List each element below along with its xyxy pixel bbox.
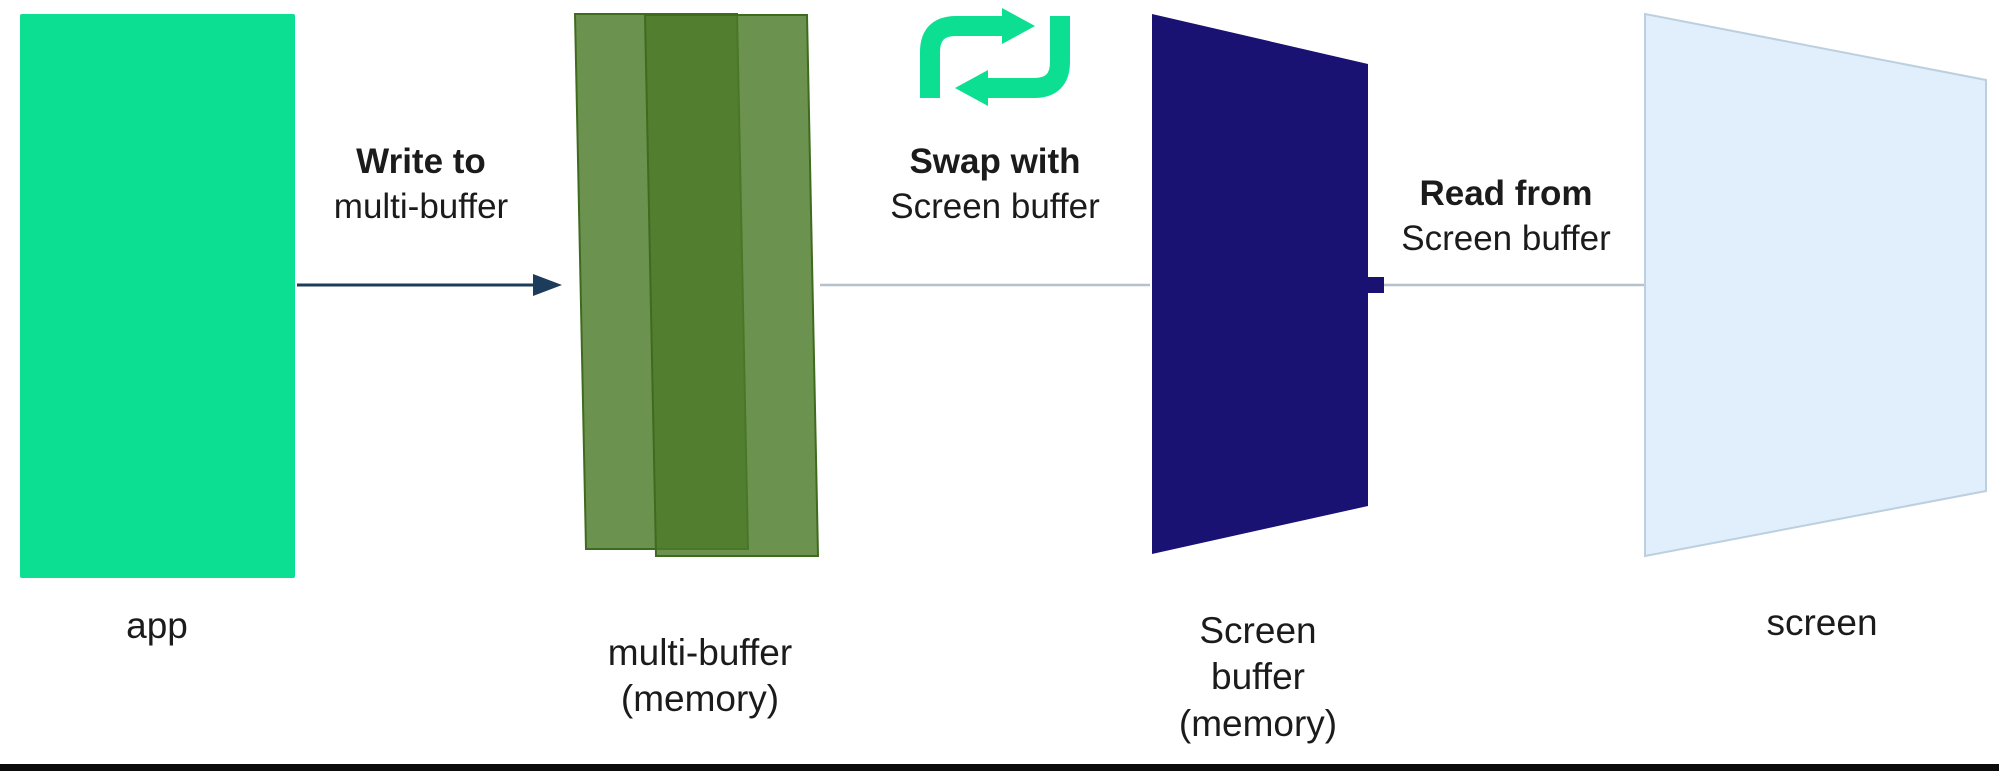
read-annotation: Read from Screen buffer — [1401, 172, 1611, 262]
screen-buffer-caption-line2: buffer — [1211, 656, 1305, 698]
app-caption: app — [126, 605, 188, 646]
swap-icon-top-arc — [920, 16, 1004, 98]
multi-buffer-caption-line1: multi-buffer — [607, 632, 793, 673]
write-arrow-head — [533, 274, 562, 296]
swap-annotation-bold: Swap with — [909, 142, 1081, 181]
screen-buffer-caption-line1: Screen — [1199, 610, 1317, 651]
multi-buffer-caption-line2: (memory) — [620, 678, 780, 720]
read-annotation-bold: Read from — [1419, 174, 1593, 213]
swap-annotation-text: Screen buffer — [890, 186, 1100, 226]
swap-annotation: Swap with Screen buffer — [890, 140, 1100, 230]
write-annotation-text: multi-buffer — [333, 186, 509, 226]
swap-icon-bottom-arc — [986, 16, 1070, 98]
bottom-border-line — [0, 764, 1999, 771]
multi-buffer-front-layer — [643, 14, 820, 557]
app-node — [20, 14, 295, 578]
screen-buffer-node — [1152, 14, 1368, 554]
read-annotation-text: Screen buffer — [1401, 218, 1611, 258]
swap-cycle-icon — [920, 8, 1070, 106]
write-annotation-bold: Write to — [356, 142, 486, 181]
swap-icon-top-arrowhead — [1002, 8, 1035, 44]
multi-buffer-caption: multi-buffer (memory) — [608, 630, 792, 723]
screen-node — [1644, 12, 1987, 558]
screen-caption: screen — [1766, 602, 1878, 643]
screen-buffer-caption-line3: (memory) — [1178, 702, 1338, 744]
write-annotation: Write to multi-buffer — [334, 140, 508, 230]
screen-buffer-caption: Screen buffer (memory) — [1179, 608, 1337, 747]
swap-icon-bottom-arrowhead — [955, 70, 988, 106]
read-connector-square — [1368, 277, 1384, 293]
